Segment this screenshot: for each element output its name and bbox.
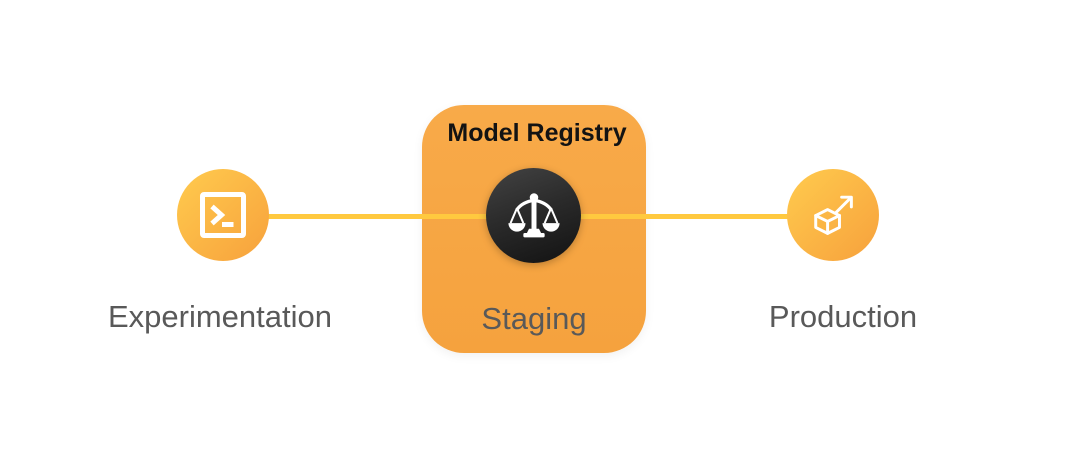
staging-label: Staging <box>481 301 587 336</box>
experimentation-node <box>177 169 269 261</box>
model-registry-title: Model Registry <box>447 119 627 147</box>
staging-node <box>486 168 581 263</box>
cube-arrow-icon <box>806 188 860 242</box>
scales-icon <box>507 191 561 241</box>
production-node <box>787 169 879 261</box>
experimentation-label: Experimentation <box>107 299 333 334</box>
terminal-icon <box>199 191 247 239</box>
production-label: Production <box>768 299 918 334</box>
